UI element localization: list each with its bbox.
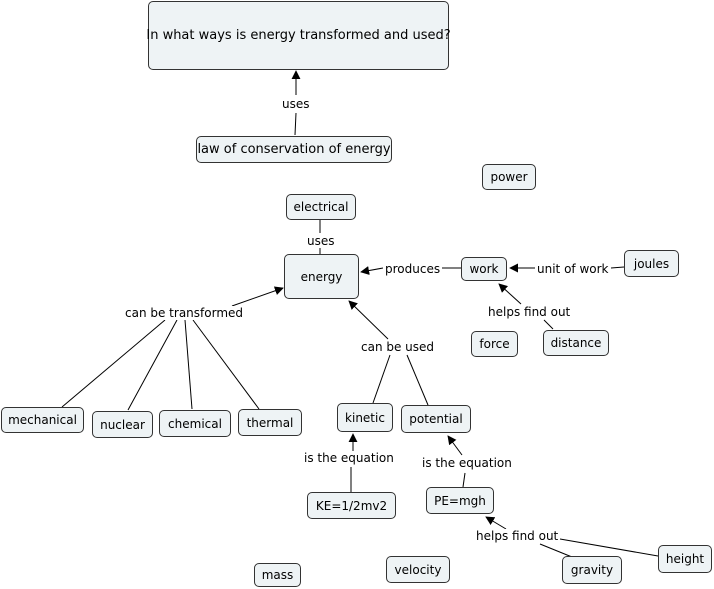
potential-node[interactable]: potential <box>401 405 471 433</box>
arrow-produces-energy <box>360 266 384 275</box>
arrow-equation-potential <box>447 435 463 456</box>
link-is-the-equation-kinetic: is the equation <box>302 451 396 465</box>
law-node[interactable]: law of conservation of energy <box>196 136 392 163</box>
pe-formula-node[interactable]: PE=mgh <box>426 487 494 514</box>
arrow-helps-pe <box>485 516 507 530</box>
work-node[interactable]: work <box>461 257 507 281</box>
link-helps-find-out-pe: helps find out <box>474 529 561 543</box>
distance-node[interactable]: distance <box>543 330 609 356</box>
arrow-helps-work <box>498 283 522 305</box>
electrical-node[interactable]: electrical <box>286 194 356 220</box>
arrow-canbeused-energy <box>348 300 389 340</box>
question-node[interactable]: In what ways is energy transformed and u… <box>146 1 451 70</box>
link-uses-electrical: uses <box>305 234 337 248</box>
gravity-node[interactable]: gravity <box>562 556 622 584</box>
line-law-uses <box>294 112 297 136</box>
link-can-be-transformed: can be transformed <box>123 306 246 320</box>
line-transformed-mechanical <box>61 319 166 408</box>
link-helps-find-out-work: helps find out <box>486 305 573 319</box>
ke-formula-node[interactable]: KE=1/2mv2 <box>307 492 396 519</box>
chemical-node[interactable]: chemical <box>159 410 231 437</box>
mass-node[interactable]: mass <box>254 563 301 587</box>
link-can-be-used: can be used <box>359 340 437 354</box>
line-gravity-helps <box>539 543 573 558</box>
link-is-the-equation-potential: is the equation <box>420 456 514 470</box>
line-transformed-thermal <box>192 319 260 410</box>
nuclear-node[interactable]: nuclear <box>92 411 153 438</box>
energy-node[interactable]: energy <box>284 254 359 299</box>
mechanical-node[interactable]: mechanical <box>1 407 84 433</box>
link-uses-top: uses <box>280 97 312 111</box>
link-unit-of-work: unit of work <box>535 262 611 276</box>
power-node[interactable]: power <box>482 164 536 190</box>
line-potential-canbeused <box>406 354 429 406</box>
link-produces: produces <box>383 262 443 276</box>
arrow-transformed-energy <box>231 286 284 307</box>
line-transformed-chemical <box>184 319 193 410</box>
thermal-node[interactable]: thermal <box>238 409 302 436</box>
force-node[interactable]: force <box>471 331 518 357</box>
line-transformed-nuclear <box>127 319 178 411</box>
line-distance-helps <box>543 319 554 330</box>
joules-node[interactable]: joules <box>624 250 679 277</box>
height-node[interactable]: height <box>658 545 712 573</box>
kinetic-node[interactable]: kinetic <box>337 403 393 432</box>
line-joules-unit <box>610 266 625 269</box>
line-height-helps <box>559 538 659 557</box>
velocity-node[interactable]: velocity <box>386 556 450 583</box>
line-kinetic-canbeused <box>372 354 391 404</box>
line-pe-equation <box>462 472 466 488</box>
